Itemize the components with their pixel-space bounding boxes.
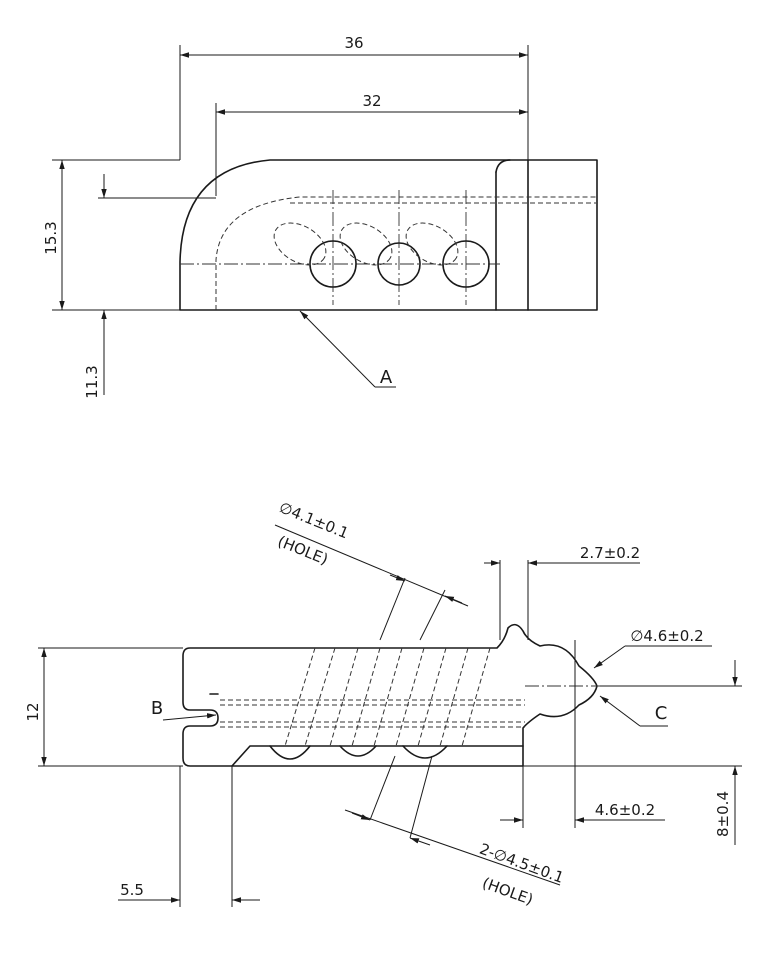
front-view-bevel [231,745,524,767]
top-view-hole-3 [442,240,490,288]
label-c: C [655,703,668,724]
top-view-hole-1 [309,240,357,288]
front-view-hole-2 [339,745,377,757]
front-view-hidden-thread [284,647,491,747]
dim-4-6-text: 4.6±0.2 [595,801,655,819]
top-view-step-curve [495,159,511,173]
front-view-outline [182,623,598,767]
label-b-leader [162,713,217,721]
dim-2-7-text: 2.7±0.2 [580,544,640,562]
dim-8-text: 8±0.4 [714,791,732,837]
label-a-leader [299,310,376,388]
dim-15-3-text: 15.3 [42,221,60,254]
label-b: B [151,698,163,719]
hole-small-text-2: (HOLE) [275,532,331,568]
dim-12-text: 12 [24,702,42,721]
front-view-hole-1 [269,745,311,760]
hole-large-text-2: (HOLE) [480,874,536,909]
top-view-hidden-hole-3 [405,222,459,266]
hole-large-leader [344,809,561,886]
front-view-hole-3 [402,745,448,759]
dim-36-text: 36 [344,34,363,52]
front-view: 12 5.5 2.7±0.2 ∅4.6±0.2 C B 4.6±0.2 [24,498,742,909]
label-c-leader [599,695,641,727]
hole-small-leader [274,524,469,607]
dim-32-text: 32 [362,92,381,110]
dim-5-5-text: 5.5 [120,881,144,899]
dim-tip-diameter-leader [593,645,626,669]
dim-tip-diameter-text: ∅4.6±0.2 [630,627,703,645]
label-a: A [380,367,393,388]
dim-11-3-text: 11.3 [83,365,101,398]
top-view: 36 32 15.3 11.3 A [42,34,598,399]
top-view-hidden-hole-2 [339,222,393,266]
top-view-hidden-curve [215,196,596,310]
top-view-hole-2 [377,242,421,286]
top-view-outline [179,159,598,311]
top-view-hidden-hole-1 [273,222,327,266]
